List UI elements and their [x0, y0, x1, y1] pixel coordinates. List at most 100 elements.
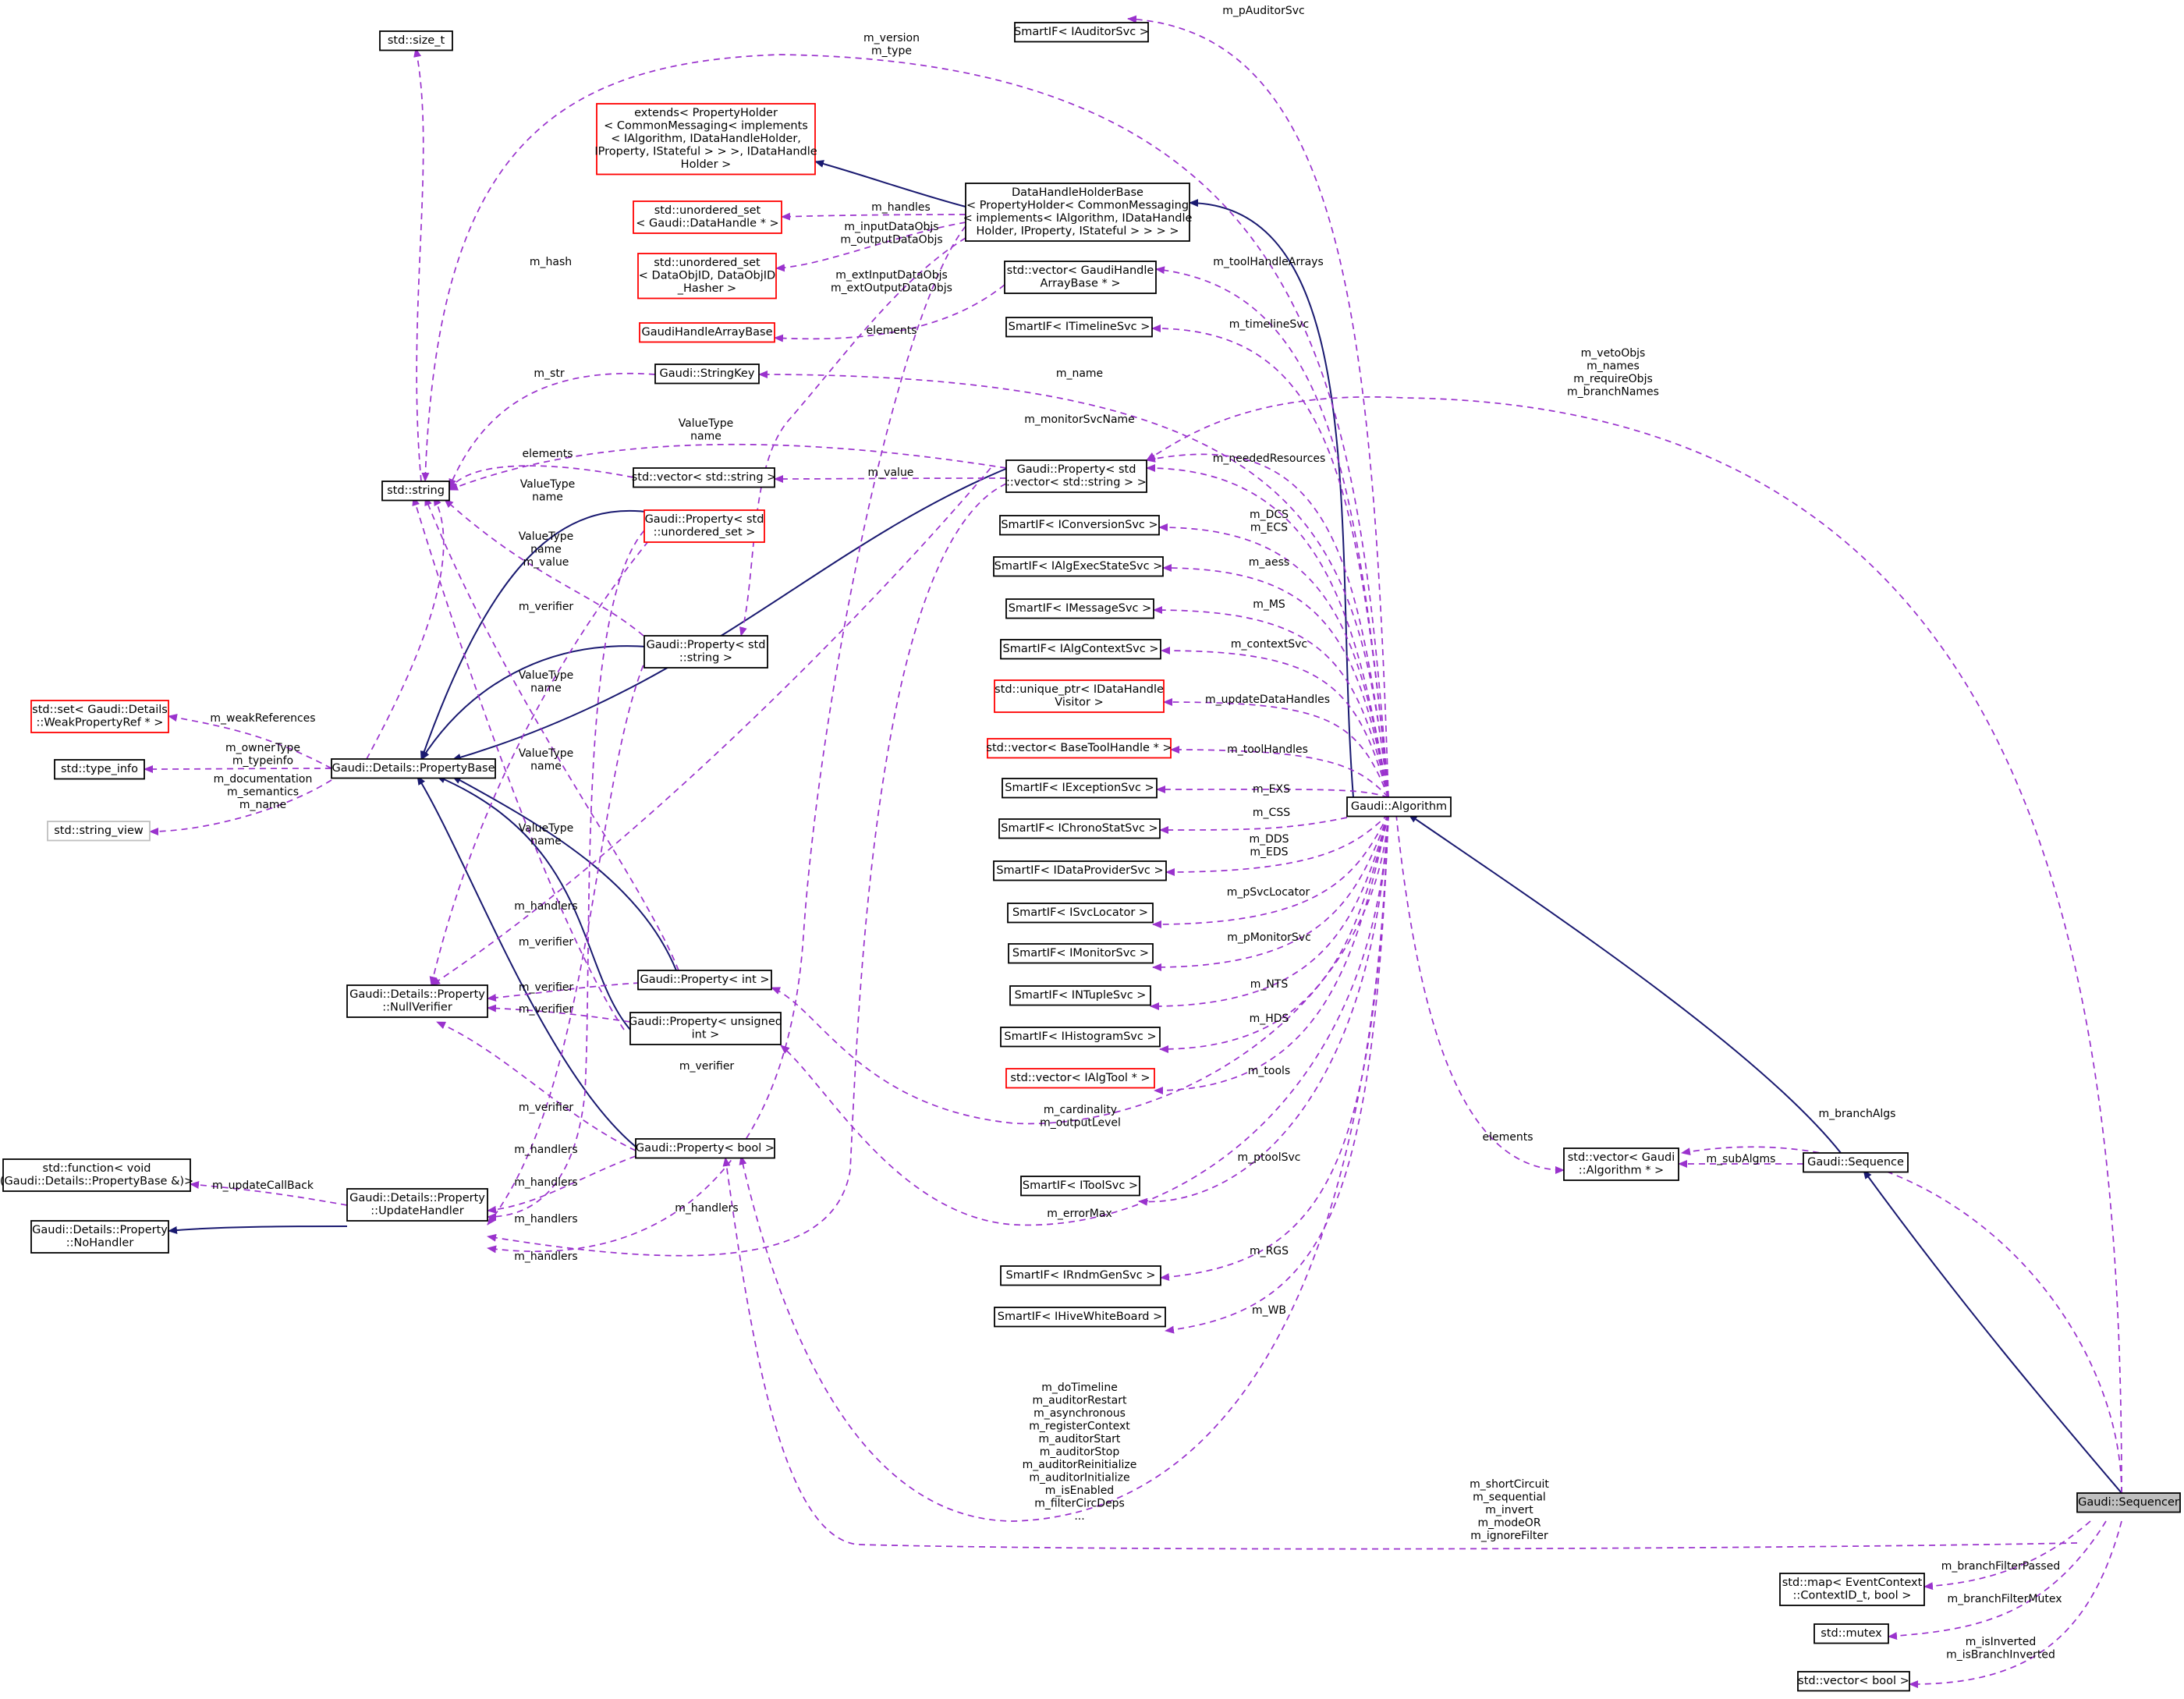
- class-node-timeline-svc[interactable]: SmartIF< ITimelineSvc >: [1005, 317, 1153, 338]
- class-node-vector-alg-tool[interactable]: std::vector< IAlgTool * >: [1005, 1068, 1155, 1089]
- class-node-hive-whiteboard[interactable]: SmartIF< IHiveWhiteBoard >: [994, 1307, 1166, 1328]
- inheritance-edge: [814, 160, 966, 207]
- usage-edge: [1153, 606, 1389, 798]
- class-node-prop-string[interactable]: Gaudi::Property< std::string >: [644, 635, 768, 669]
- usage-edge: [1681, 1146, 2122, 1494]
- class-node-unordered-set-dh[interactable]: std::unordered_set< Gaudi::DataHandle * …: [633, 200, 782, 234]
- class-node-string-view[interactable]: std::string_view: [47, 821, 151, 842]
- edge-label-branch-algs: m_branchAlgs: [1819, 1108, 1896, 1120]
- edge-label-svc-locator: m_pSvcLocator: [1227, 886, 1310, 899]
- class-node-label: Gaudi::Details::Property::NullVerifier: [349, 988, 485, 1014]
- class-node-tool-svc[interactable]: SmartIF< IToolSvc >: [1020, 1176, 1140, 1197]
- class-node-ntuple-svc[interactable]: SmartIF< INTupleSvc >: [1009, 985, 1151, 1006]
- edge-label-weak-refs: m_weakReferences: [210, 712, 315, 725]
- class-node-map-branch[interactable]: std::map< EventContext::ContextID_t, boo…: [1779, 1573, 1925, 1606]
- class-node-conversion-svc[interactable]: SmartIF< IConversionSvc >: [999, 515, 1160, 536]
- usage-edge: [487, 1004, 631, 1023]
- class-node-exception-svc[interactable]: SmartIF< IExceptionSvc >: [1002, 778, 1158, 799]
- class-node-update-handler[interactable]: Gaudi::Details::Property::UpdateHandler: [346, 1188, 488, 1222]
- class-node-box: [994, 1307, 1166, 1328]
- usage-edge: [781, 212, 966, 221]
- edge-label-wb: m_WB: [1252, 1304, 1286, 1317]
- usage-edge: [1154, 814, 1389, 1094]
- class-node-label: SmartIF< ITimelineSvc >: [1009, 321, 1150, 333]
- class-node-label: Gaudi::Property< std::vector< std::strin…: [1006, 463, 1147, 489]
- class-node-dh-holder-base[interactable]: DataHandleHolderBase< PropertyHolder< Co…: [963, 183, 1193, 242]
- class-node-extends[interactable]: extends< PropertyHolder< CommonMessaging…: [594, 103, 817, 176]
- class-node-function-cb[interactable]: std::function< void(Gaudi::Details::Prop…: [0, 1158, 193, 1192]
- class-node-property-base[interactable]: Gaudi::Details::PropertyBase: [331, 758, 496, 779]
- class-node-monitor-svc[interactable]: SmartIF< IMonitorSvc >: [1008, 943, 1154, 964]
- class-node-alg-exec-state-svc[interactable]: SmartIF< IAlgExecStateSvc >: [993, 556, 1164, 577]
- inheritance-edge: [1863, 1169, 2122, 1494]
- class-node-box: [381, 481, 450, 502]
- class-node-type-info[interactable]: std::type_info: [54, 759, 145, 780]
- class-node-vector-tool-handle[interactable]: std::vector< BaseToolHandle * >: [986, 738, 1172, 759]
- class-node-prop-bool[interactable]: Gaudi::Property< bool >: [635, 1138, 775, 1159]
- class-node-prop-vector-string[interactable]: Gaudi::Property< std::vector< std::strin…: [1005, 459, 1147, 493]
- class-node-size-t[interactable]: std::size_t: [379, 30, 453, 51]
- class-node-box: [1005, 1068, 1155, 1089]
- usage-edge: [758, 371, 1389, 798]
- edge-label-elements-vs: elements: [522, 448, 573, 460]
- usage-edge: [739, 814, 1389, 1522]
- edge-label-tools: m_tools: [1248, 1065, 1290, 1077]
- class-node-label: Gaudi::Details::Property::UpdateHandler: [349, 1192, 485, 1218]
- class-node-sequence[interactable]: Gaudi::Sequence: [1803, 1152, 1909, 1173]
- usage-edge: [448, 465, 634, 491]
- class-node-set-weak[interactable]: std::set< Gaudi::Details::WeakPropertyRe…: [30, 700, 169, 733]
- class-node-prop-int[interactable]: Gaudi::Property< int >: [637, 970, 772, 991]
- class-node-no-handler[interactable]: Gaudi::Details::Property::NoHandler: [30, 1220, 169, 1254]
- class-node-label: extends< PropertyHolder< CommonMessaging…: [594, 107, 817, 171]
- class-node-vector-algorithm[interactable]: std::vector< Gaudi::Algorithm * >: [1563, 1147, 1679, 1181]
- class-node-auditor-svc[interactable]: SmartIF< IAuditorSvc >: [1014, 22, 1149, 43]
- class-node-handle-array-base[interactable]: GaudiHandleArrayBase: [639, 322, 775, 343]
- class-node-label: Gaudi::StringKey: [660, 367, 755, 380]
- class-node-box: [633, 200, 782, 234]
- class-node-box: [54, 759, 145, 780]
- class-node-rndm-gen-svc[interactable]: SmartIF< IRndmGenSvc >: [1000, 1265, 1161, 1286]
- usage-edge: [1160, 814, 1389, 1282]
- usage-edge: [448, 443, 1007, 491]
- class-node-histogram-svc[interactable]: SmartIF< IHistogramSvc >: [1000, 1027, 1161, 1048]
- class-node-unordered-set-objid[interactable]: std::unordered_set< DataObjID, DataObjID…: [637, 253, 777, 300]
- class-node-mutex[interactable]: std::mutex: [1814, 1623, 1889, 1644]
- class-node-box: [1005, 317, 1153, 338]
- class-node-null-verifier[interactable]: Gaudi::Details::Property::NullVerifier: [346, 984, 488, 1018]
- usage-edge: [429, 532, 656, 986]
- class-node-label: std::size_t: [388, 34, 445, 47]
- class-node-sequencer[interactable]: Gaudi::Sequencer: [2076, 1492, 2181, 1513]
- class-node-string[interactable]: std::string: [381, 481, 450, 502]
- class-node-label: std::mutex: [1821, 1627, 1882, 1640]
- class-node-data-provider-svc[interactable]: SmartIF< IDataProviderSvc >: [993, 860, 1167, 881]
- usage-edge: [487, 982, 640, 1002]
- class-node-svc-locator[interactable]: SmartIF< ISvcLocator >: [1007, 903, 1154, 924]
- class-node-box: [30, 700, 169, 733]
- class-node-alg-context-svc[interactable]: SmartIF< IAlgContextSvc >: [1000, 639, 1161, 660]
- class-node-prop-unordered-set[interactable]: Gaudi::Property< std::unordered_set >: [644, 509, 765, 543]
- edge-label-nts: m_NTS: [1250, 978, 1289, 991]
- class-node-vector-string[interactable]: std::vector< std::string >: [632, 467, 777, 488]
- inheritance-edge: [420, 509, 653, 761]
- class-node-vector-bool[interactable]: std::vector< bool >: [1797, 1671, 1910, 1692]
- edge-label-str: m_str: [534, 367, 564, 380]
- class-node-algorithm[interactable]: Gaudi::Algorithm: [1346, 796, 1452, 818]
- inheritance-edge: [1189, 199, 1354, 798]
- class-node-box: [993, 860, 1167, 881]
- class-node-box: [993, 556, 1164, 577]
- usage-edge: [190, 1181, 348, 1206]
- class-node-chrono-stat-svc[interactable]: SmartIF< IChronoStatSvc >: [998, 818, 1161, 839]
- class-node-label: SmartIF< IToolSvc >: [1023, 1179, 1138, 1192]
- usage-edge: [436, 1021, 636, 1151]
- class-node-message-svc[interactable]: SmartIF< IMessageSvc >: [1005, 598, 1154, 619]
- class-node-box: [346, 1188, 488, 1222]
- class-node-string-key[interactable]: Gaudi::StringKey: [654, 364, 760, 385]
- usage-edge: [722, 1157, 2078, 1550]
